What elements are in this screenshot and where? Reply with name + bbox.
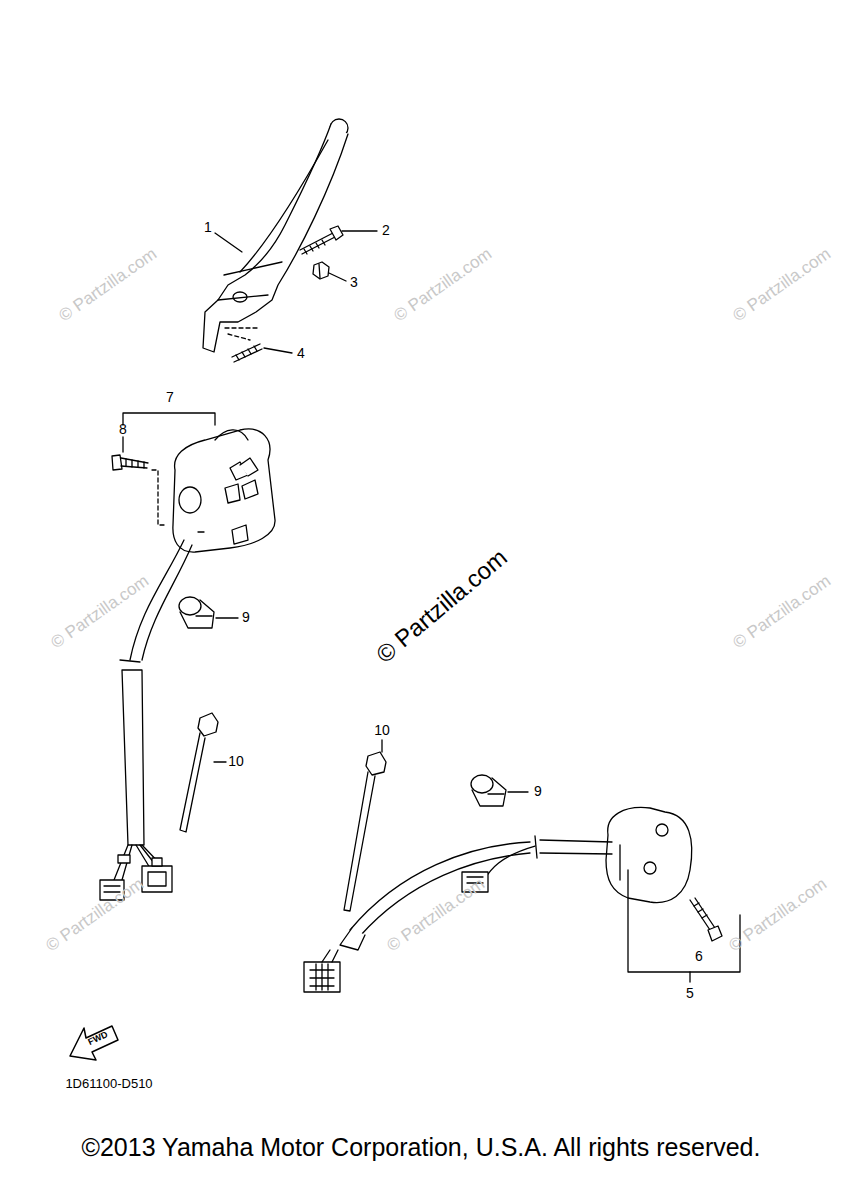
left-switch [173, 429, 275, 552]
cable-tie [180, 713, 226, 832]
callout-number: 1 [204, 220, 212, 235]
screw [112, 437, 165, 525]
copyright-caption: ©2013 Yamaha Motor Corporation, U.S.A. A… [82, 1134, 761, 1162]
right-harness [304, 836, 612, 992]
callout-number: 9 [534, 784, 542, 799]
nut [313, 262, 329, 279]
diagram-code: 1D61100-D510 [65, 1077, 152, 1091]
adjust-screw [225, 328, 262, 362]
clamp [179, 597, 238, 628]
callout-number: 10 [228, 754, 244, 769]
watermark: © Partzilla.com [48, 571, 153, 652]
callout-number: 2 [382, 223, 390, 238]
watermark: © Partzilla.com [730, 571, 835, 652]
watermark: © Partzilla.com [384, 874, 489, 955]
callout-number: 7 [166, 390, 174, 405]
callout-number: 3 [350, 275, 358, 290]
watermark: © Partzilla.com [56, 244, 161, 325]
callout-number: 5 [686, 986, 694, 1001]
watermark: © Partzilla.com [726, 874, 831, 955]
clamp [471, 775, 528, 806]
watermark: © Partzilla.com [391, 244, 496, 325]
callout-number: 8 [119, 422, 127, 437]
cable-tie [344, 740, 386, 911]
callout-number: 9 [242, 610, 250, 625]
fwd-arrow [70, 1026, 118, 1060]
screw [690, 898, 722, 941]
callout-number: 6 [695, 949, 703, 964]
clutch-lever [203, 119, 348, 352]
callout-number: 4 [297, 346, 305, 361]
pivot-bolt [300, 226, 343, 254]
watermark: © Partzilla.com [43, 874, 148, 955]
callout-number: 10 [374, 723, 390, 738]
watermark: © Partzilla.com [372, 544, 513, 668]
right-switch [606, 807, 692, 902]
watermark: © Partzilla.com [730, 244, 835, 325]
